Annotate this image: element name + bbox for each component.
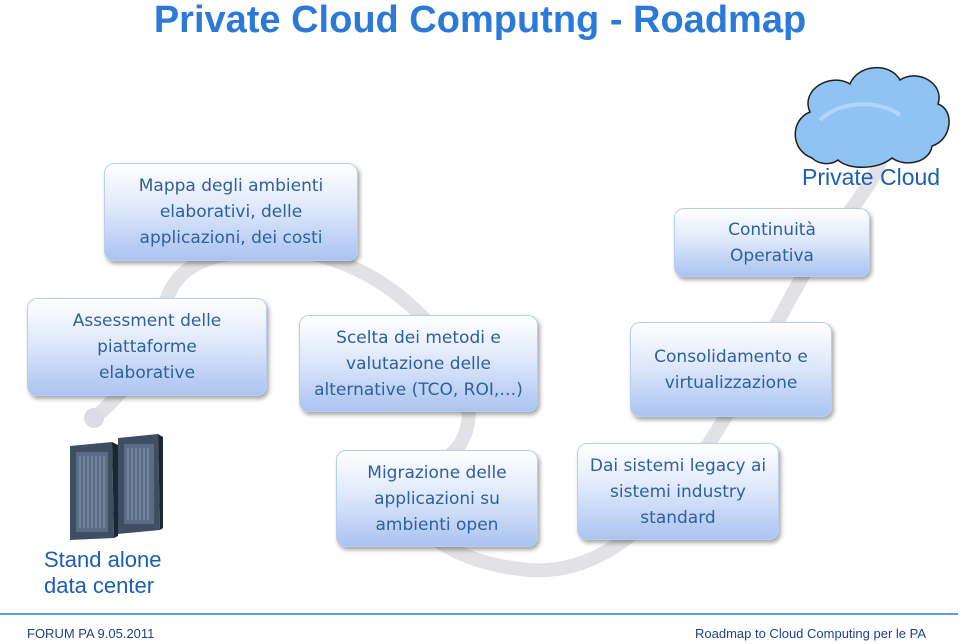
step-migrazione: Migrazione delle applicazioni su ambient… [336,450,538,547]
step-scelta-text: Scelta dei metodi e valutazione delle al… [314,327,523,400]
step-migrazione-text: Migrazione delle applicazioni su ambient… [367,462,507,535]
step-consolidamento-text: Consolidamento e virtualizzazione [654,346,808,393]
server-rack-icon [70,434,163,540]
step-dai-sistemi-text: Dai sistemi legacy ai sistemi industry s… [589,455,767,528]
step-mappa: Mappa degli ambienti elaborativi, delle … [104,163,358,261]
path-start-dot [84,408,104,428]
footer-right: Roadmap to Cloud Computing per le PA [695,626,926,641]
start-label: Stand alone data center [44,547,162,598]
step-consolidamento: Consolidamento e virtualizzazione [630,322,832,417]
step-scelta: Scelta dei metodi e valutazione delle al… [299,315,538,412]
end-label: Private Cloud [802,164,941,190]
step-continuita-text: Continuità Operativa [728,219,816,266]
page-title: Private Cloud Computng - Roadmap [153,0,807,41]
step-assessment: Assessment delle piattaforme elaborative [27,298,267,396]
cloud-icon [794,66,950,168]
step-continuita: Continuità Operativa [674,208,870,277]
step-mappa-text: Mappa degli ambienti elaborativi, delle … [138,176,324,248]
step-assessment-text: Assessment delle piattaforme elaborative [72,311,222,383]
step-dai-sistemi: Dai sistemi legacy ai sistemi industry s… [577,443,779,540]
footer-left: FORUM PA 9.05.2011 [27,626,155,641]
